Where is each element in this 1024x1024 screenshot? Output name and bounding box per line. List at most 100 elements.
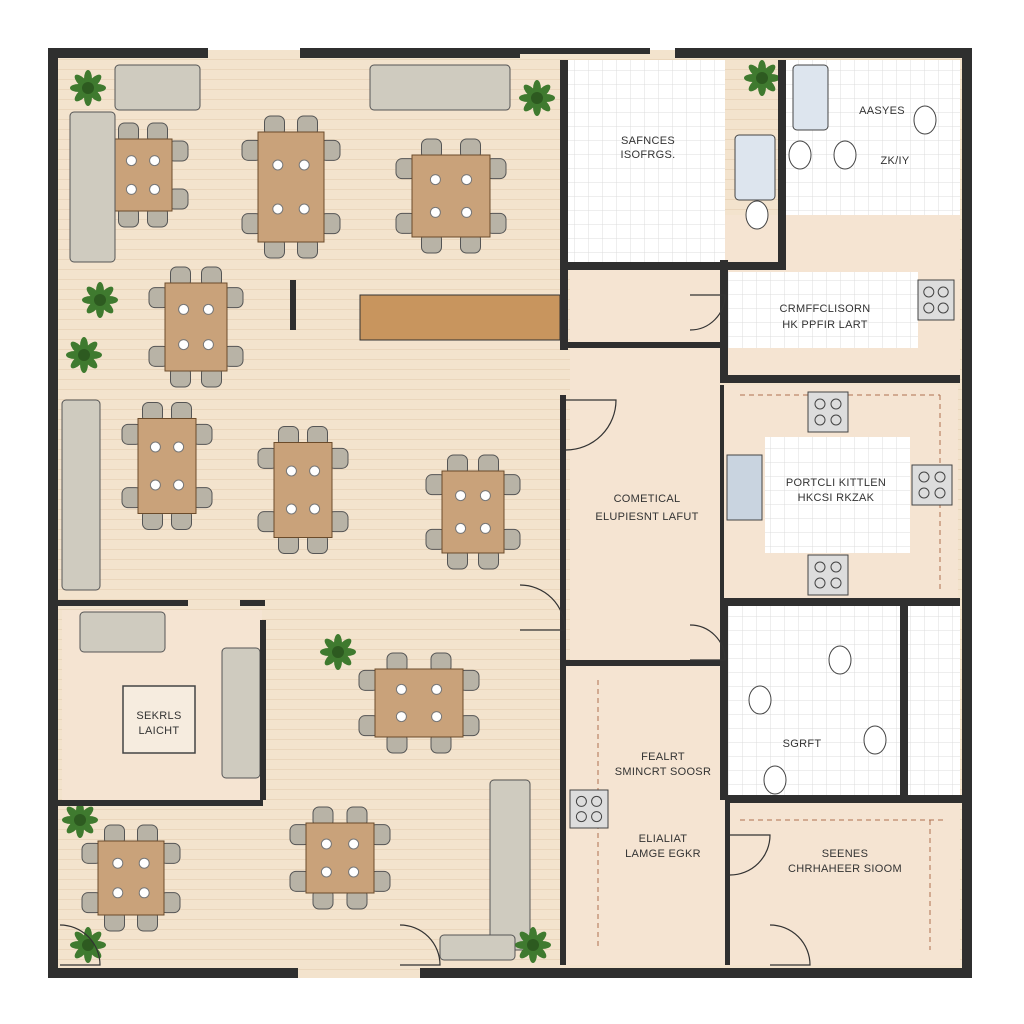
bar-counter <box>359 294 561 341</box>
service-room-floor <box>730 800 960 965</box>
restroom-label: SGRFT <box>783 738 822 750</box>
sofa <box>61 399 101 591</box>
burner <box>937 302 949 314</box>
wall <box>727 795 962 803</box>
wall <box>675 48 972 58</box>
plate <box>348 838 360 850</box>
sofa <box>221 647 261 779</box>
table <box>164 282 228 372</box>
door-swing <box>769 924 811 966</box>
burner <box>830 561 842 573</box>
burner <box>814 398 826 410</box>
floors <box>50 50 970 978</box>
corridor-floor <box>570 270 720 665</box>
burner <box>934 487 946 499</box>
toilet <box>828 645 852 675</box>
plant <box>82 82 94 94</box>
table <box>137 418 197 514</box>
burner <box>830 414 842 426</box>
plate <box>173 479 185 491</box>
wall <box>720 385 724 600</box>
table <box>374 668 464 738</box>
wall <box>565 342 720 348</box>
plant <box>756 72 768 84</box>
plate <box>479 522 491 534</box>
burner <box>591 795 603 807</box>
burner <box>918 487 930 499</box>
toilet <box>745 200 769 230</box>
burner <box>814 414 826 426</box>
door-swing <box>565 399 617 451</box>
wall <box>565 660 725 666</box>
table <box>305 822 375 894</box>
plate <box>431 711 443 723</box>
table <box>411 154 491 238</box>
walls <box>48 48 972 978</box>
plate <box>202 339 214 351</box>
prep-tiles <box>728 272 918 348</box>
burner <box>830 577 842 589</box>
plate <box>149 155 161 167</box>
stove <box>911 464 953 506</box>
burner <box>923 286 935 298</box>
sofa <box>489 779 531 951</box>
table <box>273 442 333 538</box>
plate <box>298 159 310 171</box>
burner <box>575 795 587 807</box>
wall <box>290 280 296 330</box>
wall <box>778 60 786 270</box>
door-swing <box>59 924 101 966</box>
toilet <box>833 140 857 170</box>
plate <box>320 838 332 850</box>
plate <box>429 206 441 218</box>
wall <box>720 260 728 380</box>
toilet <box>913 105 937 135</box>
lounge-rug <box>122 685 196 754</box>
toilet <box>863 725 887 755</box>
plate <box>272 159 284 171</box>
sofa <box>79 611 166 653</box>
sofa <box>69 111 116 263</box>
burner <box>923 302 935 314</box>
wall <box>725 800 730 965</box>
plate <box>149 441 161 453</box>
plate <box>149 183 161 195</box>
plant <box>78 349 90 361</box>
storage-floor <box>565 60 725 268</box>
plant <box>82 939 94 951</box>
wall <box>48 48 58 978</box>
door-swing <box>399 924 441 966</box>
stove <box>569 789 609 829</box>
strip-floor <box>905 605 960 800</box>
wall <box>58 800 263 806</box>
table <box>97 840 165 916</box>
wall <box>420 968 972 978</box>
burner <box>814 561 826 573</box>
toilet <box>763 765 787 795</box>
burner <box>591 811 603 823</box>
burner <box>934 471 946 483</box>
table <box>113 138 173 212</box>
plate <box>479 490 491 502</box>
plate <box>431 683 443 695</box>
furniture <box>61 60 955 963</box>
plate <box>125 183 137 195</box>
plate <box>285 503 297 515</box>
plate <box>320 866 332 878</box>
wall <box>720 600 728 800</box>
burner <box>575 811 587 823</box>
plant <box>74 814 86 826</box>
plate <box>272 203 284 215</box>
sofa <box>114 64 201 111</box>
plate <box>395 683 407 695</box>
plate <box>461 206 473 218</box>
wall <box>720 375 960 383</box>
wall <box>720 598 960 606</box>
